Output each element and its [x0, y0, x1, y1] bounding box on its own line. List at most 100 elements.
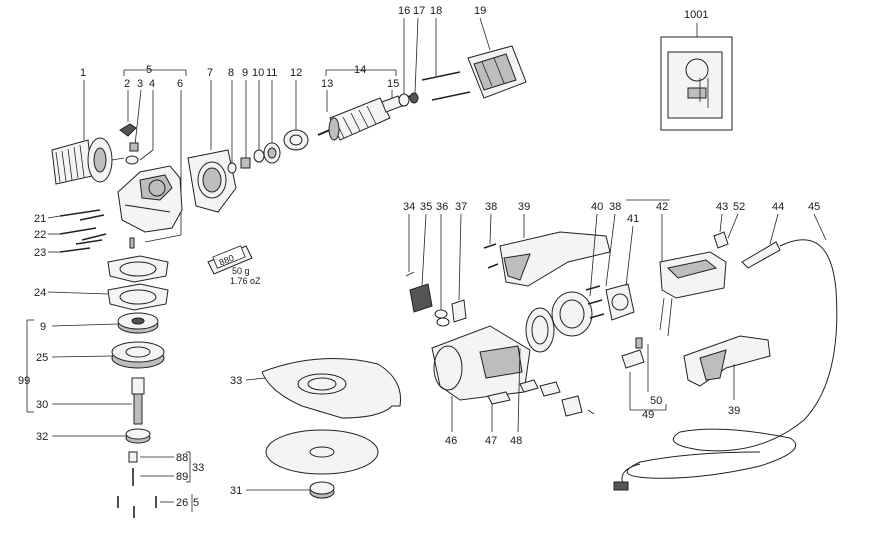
ring-17-part: [409, 92, 419, 104]
label-99: 99: [18, 375, 30, 387]
bearing-16-part: [398, 93, 410, 107]
air-guide-ring-part: [525, 307, 555, 353]
label-8: 8: [228, 67, 234, 79]
label-89: 89: [176, 471, 188, 483]
wheel-guard-part: [261, 358, 402, 419]
label-16: 16: [398, 5, 410, 17]
screws-38b-part: [585, 285, 605, 319]
label-1001: 1001: [684, 9, 708, 21]
spring-36-part: [434, 309, 450, 327]
bushing-part: [240, 157, 251, 169]
label-24: 24: [34, 287, 46, 299]
flange-40-part: [551, 291, 593, 337]
lever-part: [119, 123, 137, 137]
bevel-gear-part: [117, 312, 159, 334]
label-38b: 38: [609, 201, 621, 213]
label-43: 43: [716, 201, 728, 213]
side-handle-part: [51, 137, 125, 185]
label-21: 21: [34, 213, 46, 225]
label-39b: 39: [728, 405, 740, 417]
gasket-upper-part: [107, 255, 169, 283]
label-4: 4: [149, 78, 155, 90]
cable-protector-part: [741, 241, 781, 269]
label-42: 42: [656, 201, 668, 213]
label-12: 12: [290, 67, 302, 79]
label-18: 18: [430, 5, 442, 17]
label-22: 22: [34, 229, 46, 241]
plate-35-part: [409, 283, 433, 313]
label-14: 14: [354, 64, 366, 76]
label-5b: 5: [193, 497, 199, 509]
spacer-88-part: [128, 451, 138, 463]
grease-weight-g: 50 g: [232, 266, 250, 276]
motor-housing-cover-part: [499, 231, 611, 287]
screws-26-part: [117, 496, 157, 518]
label-32: 32: [36, 431, 48, 443]
label-15: 15: [387, 78, 399, 90]
label-31: 31: [230, 485, 242, 497]
grease-weight-oz: 1.76 oZ: [230, 276, 261, 286]
electronics-module-part: [659, 251, 727, 337]
screws-23-part: [59, 239, 103, 253]
retaining-plate-part: [283, 129, 309, 151]
nut-part: [125, 155, 139, 165]
grinding-disc-part: [265, 429, 379, 475]
label-50: 50: [650, 395, 662, 407]
label-1: 1: [80, 67, 86, 79]
label-19: 19: [474, 5, 486, 17]
label-47: 47: [485, 435, 497, 447]
armature-part: [317, 95, 411, 141]
brush-holder-plate-part: [605, 283, 635, 321]
label-36: 36: [436, 201, 448, 213]
label-9: 9: [242, 67, 248, 79]
support-flange-part: [125, 428, 151, 444]
screws-21-part: [59, 209, 105, 221]
label-35: 35: [420, 201, 432, 213]
label-3: 3: [137, 78, 143, 90]
spindle-part: [131, 377, 145, 425]
grease-tube-part: 880: [207, 245, 253, 275]
clamping-nut-part: [309, 481, 335, 499]
label-17: 17: [413, 5, 425, 17]
label-13: 13: [321, 78, 333, 90]
label-45: 45: [808, 201, 820, 213]
switch-lever-part: [451, 299, 467, 323]
label-49: 49: [642, 409, 654, 421]
rating-plate-part: [487, 391, 511, 405]
carbon-brush-detail-box: [660, 23, 733, 131]
label-38: 38: [485, 201, 497, 213]
capacitor-part: [621, 337, 645, 369]
ball-bearing-part: [263, 142, 281, 164]
label-40: 40: [591, 201, 603, 213]
label-7: 7: [207, 67, 213, 79]
label-41: 41: [627, 213, 639, 225]
screws-38-part: [483, 243, 499, 269]
label-37: 37: [455, 201, 467, 213]
bearing-flange-part: [187, 149, 237, 213]
label-23: 23: [34, 247, 46, 259]
label-33a: 33: [192, 462, 204, 474]
label-10: 10: [252, 67, 264, 79]
label-44: 44: [772, 201, 784, 213]
label-6: 6: [177, 78, 183, 90]
label-30: 30: [36, 399, 48, 411]
motor-housing-part: [431, 325, 531, 401]
stator-screws-part: [421, 71, 471, 101]
label-88: 88: [176, 452, 188, 464]
spindle-flange-part: [111, 341, 165, 369]
label-25: 25: [36, 352, 48, 364]
label-52: 52: [733, 201, 745, 213]
label-2: 2: [124, 78, 130, 90]
clip-34-part: [405, 271, 415, 277]
carbon-brush-parts: [519, 379, 595, 417]
washer-part: [253, 149, 265, 163]
label-9b: 9: [40, 321, 46, 333]
pin-part: [129, 237, 135, 249]
gasket-lower-part: [107, 283, 169, 311]
label-46: 46: [445, 435, 457, 447]
small-ring-part: [227, 162, 237, 174]
label-48: 48: [510, 435, 522, 447]
label-34: 34: [403, 201, 415, 213]
power-cable-part: [613, 239, 838, 491]
